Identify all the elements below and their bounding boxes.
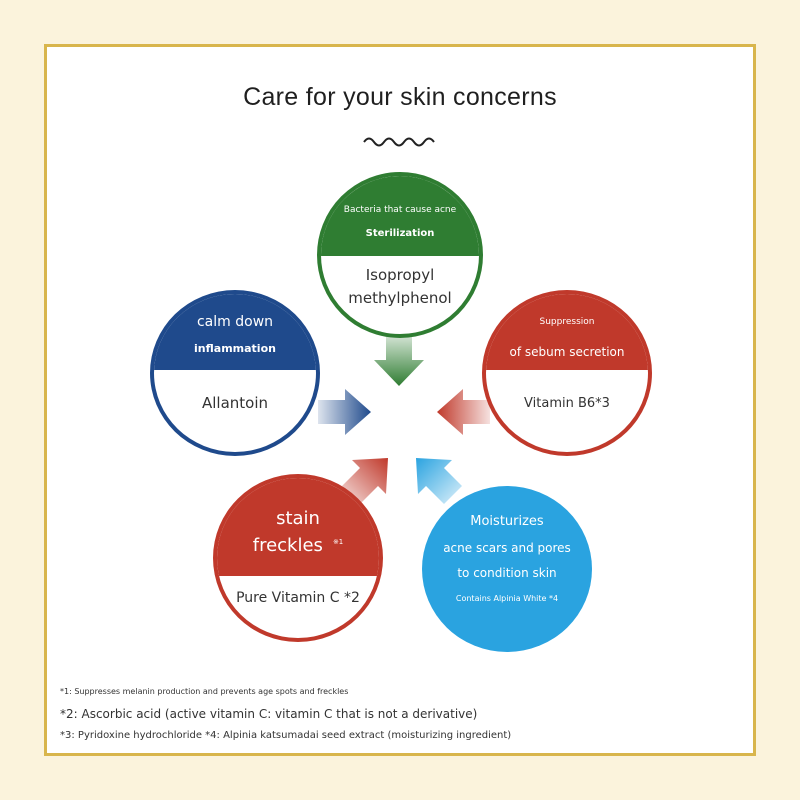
- concern-label: Bacteria that cause acne: [343, 205, 457, 215]
- circle-moisturizes: Moisturizes acne scars and pores to cond…: [422, 486, 592, 652]
- arrow-up-left-icon: [416, 458, 462, 504]
- ingredient-label: Contains Alpinia White *4: [455, 594, 559, 603]
- footnote-1: *1: Suppresses melanin production and pr…: [60, 687, 349, 696]
- footnote-3: *3: Pyridoxine hydrochloride *4: Alpinia…: [60, 730, 512, 741]
- concern-label: to condition skin: [457, 566, 557, 580]
- page-title: Care for your skin concerns: [243, 83, 557, 111]
- concern-label: stain: [276, 508, 320, 529]
- arrow-right-icon: [318, 389, 371, 435]
- circle-calm-inflammation: calm down inflammation Allantoin: [150, 290, 320, 456]
- concern-label: calm down: [196, 314, 274, 330]
- concern-label: Sterilization: [365, 228, 435, 239]
- circle-sebum: Suppression of sebum secretion Vitamin B…: [482, 290, 652, 456]
- footnote-2: *2: Ascorbic acid (active vitamin C: vit…: [60, 707, 478, 721]
- ingredient-label: Pure Vitamin C *2: [236, 590, 360, 606]
- concern-label: Suppression: [539, 317, 595, 327]
- arrow-left-icon: [437, 389, 490, 435]
- footnote-marker: ※1: [332, 538, 344, 546]
- ingredient-label: Isopropyl: [365, 266, 435, 284]
- ingredient-label: methylphenol: [348, 289, 452, 307]
- squiggle-divider: [363, 137, 435, 147]
- circle-sterilization: Bacteria that cause acne Sterilization I…: [317, 172, 483, 338]
- concern-label: Moisturizes: [470, 514, 544, 529]
- concern-label: acne scars and pores: [443, 541, 571, 555]
- ingredient-label: Allantoin: [201, 394, 269, 412]
- arrow-down-icon: [374, 332, 424, 386]
- circle-stain-freckles: stain freckles ※1 Pure Vitamin C *2: [213, 474, 383, 642]
- concern-label: of sebum secretion: [509, 345, 625, 359]
- concern-label: inflammation: [194, 342, 276, 355]
- concern-label: freckles: [252, 535, 323, 556]
- ingredient-label: Vitamin B6*3: [524, 396, 610, 411]
